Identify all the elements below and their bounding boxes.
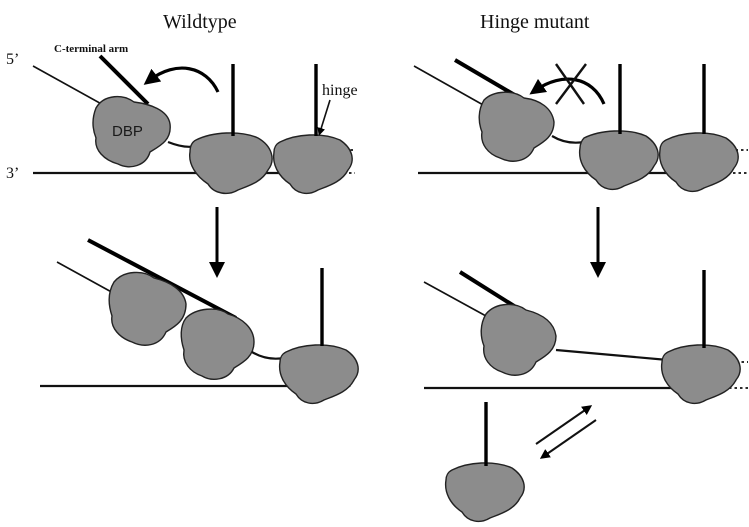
ssb-monomer-3 [278,344,359,405]
mutant-monomer-1 [578,130,659,191]
five-prime-label: 5’ [6,51,19,68]
stacked-protein-2 [180,308,255,380]
hinge-mutant-top-panel [413,58,748,193]
wildtype-top-panel: 5’ 3’ C-terminal arm hinge DBP [6,43,358,195]
dbp-protein [92,95,171,168]
free-monomer [444,462,525,523]
mutant-lagging-strand [413,65,486,107]
mutant-linker [551,135,585,144]
hinge-arrow [317,99,331,136]
curved-transfer-arrow [143,66,220,93]
linker-2 [251,351,285,360]
c-terminal-arm-label: C-terminal arm [54,43,128,55]
stacked-protein-1 [108,271,187,346]
hinge-mutant-bottom-panel [423,270,748,523]
dbp-label: DBP [112,123,143,140]
wildtype-bottom-panel [40,238,359,405]
c-terminal-arm [98,54,150,106]
blocked-x-stroke-2 [555,63,587,105]
equilibrium-arrow-reverse [539,419,597,459]
hinge-mutant-title: Hinge mutant [480,11,590,33]
mutant-monomer-2 [658,132,739,193]
ssb-monomer-2 [272,134,353,195]
mutant-extended-linker [555,348,669,362]
c-terminal-arm-2 [87,238,237,320]
equilibrium-arrow-forward [535,405,593,445]
wildtype-title: Wildtype [163,11,237,33]
three-prime-label: 3’ [6,165,19,182]
mutant-stacked-protein [480,303,557,376]
mutant-lagging-strand-2 [423,281,487,317]
ssb-monomer-1 [189,132,273,195]
mutant-monomer-3 [660,344,741,405]
hinge-label: hinge [322,82,358,99]
mutant-dbp-protein [478,91,555,162]
